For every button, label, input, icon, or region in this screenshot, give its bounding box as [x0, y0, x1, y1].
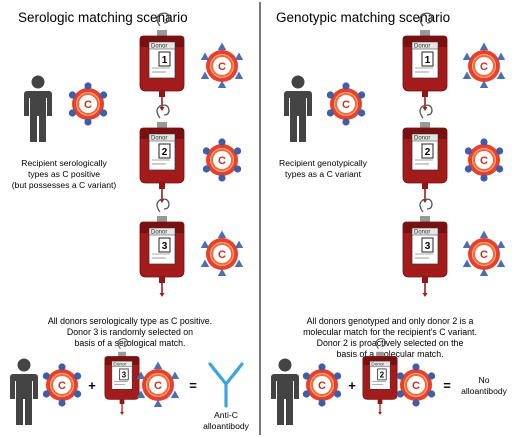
donor-3-bag-icon: Donor 3 [402, 198, 448, 298]
right-summary-line-1: All donors genotyped and only donor 2 is… [307, 316, 474, 326]
result-label-line-2: alloantibody [203, 421, 250, 431]
svg-text:Donor: Donor [371, 361, 384, 366]
recipient-red-cell-icon [326, 82, 366, 126]
antibody-icon [208, 362, 244, 408]
result-donor-2-red-cell-icon [396, 363, 436, 407]
recipient-caption-line-1: Recipient genotypically [279, 158, 368, 168]
svg-text:Donor: Donor [151, 136, 167, 142]
svg-text:3: 3 [122, 371, 127, 380]
donor-1-bag-icon: Donor 1 [402, 12, 448, 112]
donor-2-red-cell-icon [202, 138, 242, 182]
result-label-line-1: Anti-C [214, 410, 238, 420]
svg-text:1: 1 [162, 55, 168, 66]
result-donor-3-bag-icon: Donor 3 [104, 337, 140, 416]
equals-sign: = [189, 378, 197, 393]
donor-2-red-cell-icon [464, 138, 504, 182]
left-summary-line-3: basis of a serological match. [75, 338, 186, 348]
recipient-caption-line-2: types as a C variant [285, 169, 362, 179]
recipient-person-icon [24, 75, 52, 142]
donor-3-red-cell-icon [200, 230, 244, 276]
plus-sign: + [348, 378, 356, 393]
result-recipient-person-icon [271, 358, 299, 425]
right-summary-line-2: molecular match for the recipient's C va… [303, 327, 477, 337]
result-label-line-1: No [479, 375, 490, 385]
result-donor-3-red-cell-icon [136, 361, 180, 407]
right-panel-title: Genotypic matching scenario [276, 10, 450, 25]
svg-text:Donor: Donor [151, 230, 167, 236]
donor-1-red-cell-icon [462, 42, 506, 88]
svg-text:2: 2 [162, 147, 168, 158]
donor-3-bag-icon: Donor 3 [139, 198, 185, 298]
svg-text:Donor: Donor [414, 136, 430, 142]
svg-text:2: 2 [380, 371, 385, 380]
plus-sign: + [88, 378, 96, 393]
right-panel: Genotypic matching scenario Recipient ge… [271, 10, 508, 425]
recipient-caption-line-2: types as C positive [28, 169, 100, 179]
svg-text:Donor: Donor [113, 361, 126, 366]
result-donor-2-bag-icon: Donor 2 [362, 337, 398, 416]
recipient-red-cell-icon [68, 82, 108, 126]
svg-text:Donor: Donor [151, 44, 167, 50]
svg-text:3: 3 [162, 241, 168, 252]
left-summary-line-1: All donors serologically type as C posit… [48, 316, 212, 326]
recipient-caption-line-1: Recipient serologically [21, 158, 107, 168]
svg-text:3: 3 [425, 241, 431, 252]
donor-3-red-cell-icon [462, 230, 506, 276]
left-panel: Serologic matching scenario Recipient se… [10, 10, 250, 431]
result-label-line-2: alloantibody [461, 386, 508, 396]
donor-2-bag-icon: Donor 2 [139, 104, 185, 204]
recipient-caption-line-3: (but possesses a C variant) [12, 180, 117, 190]
equals-sign: = [443, 378, 451, 393]
result-recipient-red-cell-icon [42, 363, 82, 407]
donor-2-bag-icon: Donor 2 [402, 104, 448, 204]
recipient-person-icon [284, 75, 312, 142]
svg-text:Donor: Donor [414, 44, 430, 50]
result-recipient-person-icon [10, 358, 38, 425]
donor-1-red-cell-icon [200, 42, 244, 88]
left-summary-line-2: Donor 3 is randomly selected on [67, 327, 193, 337]
right-summary-line-3: Donor 2 is proactively selected on the [317, 338, 464, 348]
right-summary-line-4: basis of a molecular match. [336, 349, 443, 359]
left-panel-title: Serologic matching scenario [18, 10, 188, 25]
svg-text:Donor: Donor [414, 230, 430, 236]
donor-1-bag-icon: Donor 1 [139, 12, 185, 112]
svg-text:1: 1 [425, 55, 431, 66]
result-recipient-red-cell-icon [302, 363, 342, 407]
svg-text:2: 2 [425, 147, 431, 158]
